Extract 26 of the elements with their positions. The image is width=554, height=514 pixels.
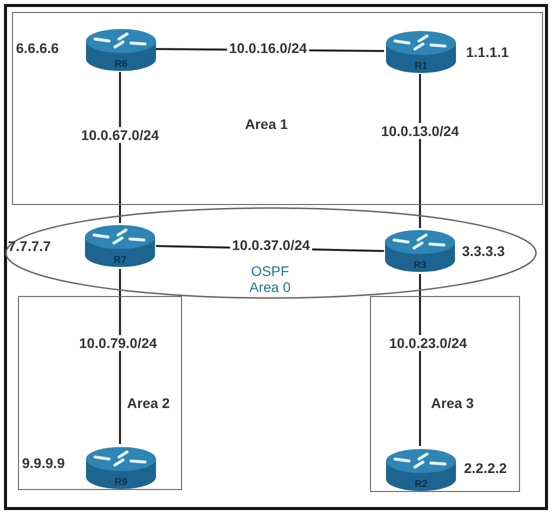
router-id-label: 2.2.2.2	[464, 460, 507, 476]
edge-label: 10.0.23.0/24	[387, 335, 469, 351]
edge-label: 10.0.67.0/24	[79, 127, 161, 143]
edge-label: 10.0.13.0/24	[379, 123, 461, 139]
router-id-label: 1.1.1.1	[466, 44, 509, 60]
network-link	[119, 72, 121, 223]
router-name: R6	[114, 59, 128, 70]
area-label: OSPF Area 0	[248, 263, 292, 296]
router-name: R9	[114, 477, 128, 488]
router-id-label: 9.9.9.9	[22, 455, 65, 471]
area-label: Area 1	[245, 116, 288, 132]
network-link	[119, 269, 121, 444]
router-id-label: 7.7.7.7	[8, 238, 51, 254]
area-label: Area 2	[127, 395, 170, 412]
area-label: Area 3	[431, 395, 474, 412]
edge-label: 10.0.16.0/24	[227, 40, 309, 56]
router-name: R3	[412, 260, 428, 271]
edge-label: 10.0.79.0/24	[77, 335, 159, 351]
router-id-label: 3.3.3.3	[462, 243, 505, 259]
network-link	[419, 74, 421, 228]
router-name: R1	[414, 61, 428, 72]
network-link	[419, 274, 421, 446]
router-name: R2	[414, 479, 428, 490]
edge-label: 10.0.37.0/24	[230, 237, 312, 253]
router-name: R7	[112, 255, 128, 266]
router-id-label: 6.6.6.6	[16, 40, 59, 56]
